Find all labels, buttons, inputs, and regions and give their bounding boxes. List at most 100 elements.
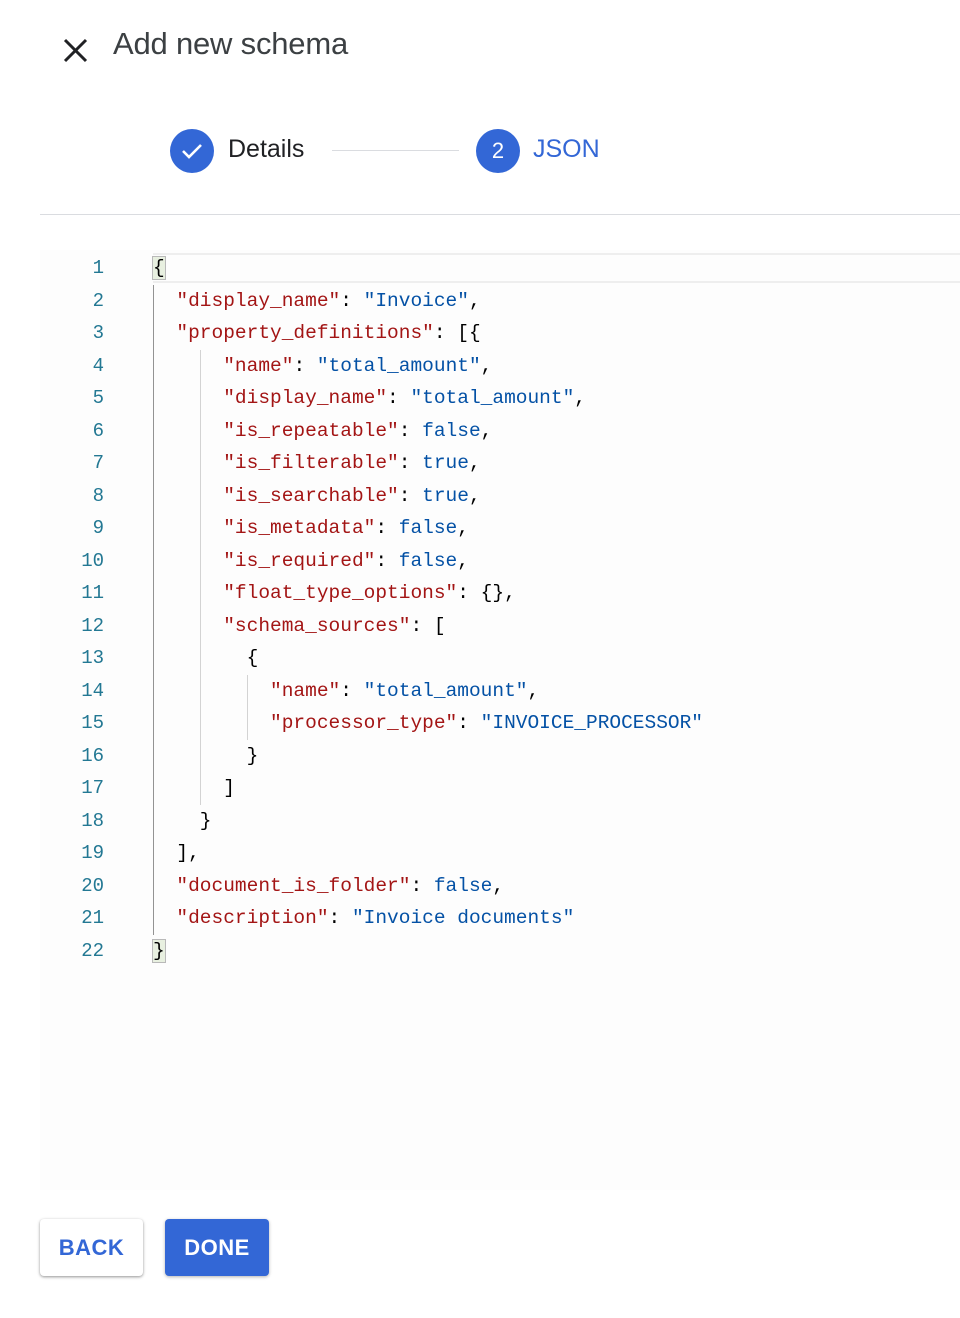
json-punctuation: :: [340, 679, 364, 702]
json-key: "is_repeatable": [223, 419, 399, 442]
step-details-label[interactable]: Details: [228, 135, 305, 163]
code-line[interactable]: "display_name": "total_amount",: [153, 382, 586, 415]
code-line[interactable]: "float_type_options": {},: [153, 577, 516, 610]
json-key: "name": [270, 679, 341, 702]
close-icon: [63, 38, 88, 63]
line-number: 10: [81, 549, 104, 572]
line-number: 16: [81, 744, 104, 767]
line-number: 4: [92, 354, 104, 377]
step-json-indicator[interactable]: 2: [476, 129, 520, 173]
line-number: 22: [81, 939, 104, 962]
json-punctuation: :: [375, 549, 399, 572]
json-punctuation: {: [153, 647, 259, 669]
dialog-header: Add new schema: [0, 0, 960, 100]
json-punctuation: ,: [527, 679, 540, 702]
code-line[interactable]: ],: [153, 837, 200, 870]
json-punctuation: [153, 615, 223, 637]
json-key: "is_searchable": [223, 484, 399, 507]
json-punctuation: [153, 420, 223, 442]
indent-guide: [246, 674, 248, 740]
line-number: 6: [92, 419, 104, 442]
json-punctuation: [153, 875, 176, 897]
line-number: 1: [92, 257, 104, 279]
json-key: "description": [176, 907, 329, 929]
json-value: true: [422, 452, 469, 474]
json-key: "schema_sources": [223, 614, 411, 637]
step-details-indicator[interactable]: [170, 129, 214, 173]
code-line[interactable]: "is_searchable": true,: [153, 480, 481, 513]
line-number: 2: [92, 289, 104, 312]
json-value: false: [398, 517, 458, 539]
json-key: "property_definitions": [176, 322, 434, 344]
json-punctuation: {: [152, 256, 166, 280]
json-punctuation: ]: [153, 777, 235, 799]
code-line[interactable]: {: [152, 252, 166, 285]
indent-guide: [153, 284, 154, 935]
json-punctuation: }: [152, 938, 166, 963]
code-line[interactable]: "is_repeatable": false,: [153, 415, 492, 448]
json-punctuation: [153, 517, 223, 539]
code-line[interactable]: }: [152, 935, 166, 968]
json-punctuation: :: [410, 874, 434, 897]
json-value: "Invoice documents": [351, 907, 575, 929]
line-number: 14: [81, 679, 104, 702]
line-number: 3: [92, 322, 104, 344]
code-line[interactable]: }: [153, 805, 212, 838]
json-punctuation: ,: [457, 517, 469, 539]
json-punctuation: [153, 485, 223, 507]
code-line[interactable]: {: [153, 642, 259, 675]
json-key: "processor_type": [270, 712, 458, 734]
json-punctuation: :: [387, 387, 411, 409]
json-punctuation: ,: [492, 874, 505, 897]
code-line[interactable]: "document_is_folder": false,: [153, 870, 504, 903]
json-punctuation: :: [340, 289, 364, 312]
close-button[interactable]: [58, 32, 94, 68]
back-button[interactable]: BACK: [40, 1219, 143, 1276]
code-line[interactable]: "is_filterable": true,: [153, 447, 481, 480]
code-line[interactable]: "name": "total_amount",: [153, 675, 539, 708]
json-punctuation: :: [457, 712, 481, 734]
json-punctuation: ,: [480, 419, 493, 442]
code-line[interactable]: "display_name": "Invoice",: [153, 285, 480, 318]
json-punctuation: [153, 712, 270, 734]
json-punctuation: :: [293, 354, 317, 377]
line-number: 7: [92, 452, 104, 474]
json-punctuation: ],: [153, 842, 200, 864]
json-punctuation: ,: [468, 484, 481, 507]
json-punctuation: [153, 907, 176, 929]
code-line[interactable]: "processor_type": "INVOICE_PROCESSOR": [153, 707, 703, 740]
json-value: "Invoice": [363, 289, 469, 312]
json-key: "is_metadata": [223, 517, 376, 539]
line-number: 19: [81, 842, 104, 864]
json-punctuation: [153, 680, 270, 702]
json-punctuation: :: [375, 517, 399, 539]
code-line[interactable]: }: [153, 740, 259, 773]
json-value: true: [422, 484, 469, 507]
indent-guide: [199, 349, 201, 805]
code-line[interactable]: "schema_sources": [: [153, 610, 445, 643]
code-line[interactable]: "name": "total_amount",: [153, 350, 492, 383]
json-value: "total_amount": [363, 679, 528, 702]
stepper: Details 2 JSON: [0, 120, 960, 184]
code-line[interactable]: "property_definitions": [{: [153, 317, 480, 350]
json-punctuation: : {},: [457, 582, 516, 604]
json-punctuation: :: [398, 452, 423, 474]
json-value: "INVOICE_PROCESSOR": [480, 712, 704, 734]
code-line[interactable]: "is_metadata": false,: [153, 512, 469, 545]
json-key: "document_is_folder": [176, 874, 411, 897]
json-punctuation: [153, 452, 223, 474]
code-line[interactable]: "description": "Invoice documents": [153, 902, 574, 935]
json-punctuation: ,: [480, 354, 493, 377]
json-punctuation: [153, 355, 223, 377]
code-line[interactable]: ]: [153, 772, 235, 805]
step-json-label[interactable]: JSON: [533, 135, 600, 163]
line-number: 13: [81, 647, 104, 669]
code-line[interactable]: "is_required": false,: [153, 545, 469, 578]
json-punctuation: ,: [468, 452, 481, 474]
done-button[interactable]: DONE: [165, 1219, 269, 1276]
json-punctuation: :: [398, 484, 423, 507]
json-key: "is_filterable": [223, 452, 399, 474]
json-key: "display_name": [223, 387, 388, 409]
json-punctuation: }: [153, 809, 212, 832]
